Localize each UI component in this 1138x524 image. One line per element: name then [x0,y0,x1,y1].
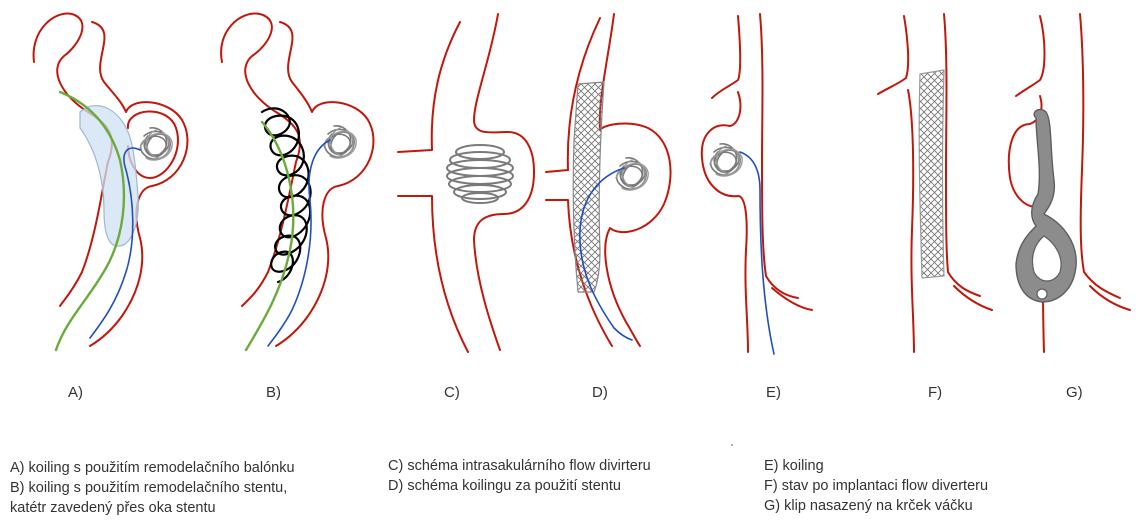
stent-mesh [573,82,604,292]
panel-g-drawing [1009,14,1130,352]
legend-column-2: C) schéma intrasakulárního flow divirter… [388,456,651,496]
panel-b-drawing [221,14,373,350]
panel-c-drawing [398,14,534,352]
vessel-wall-right [1080,14,1130,310]
panel-e-drawing [702,14,812,354]
legend-item-a: A) koiling s použitím remodelačního baló… [10,458,295,478]
legend-column-3: E) koiling F) stav po implantaci flow di… [764,456,988,516]
legend-item-e: E) koiling [764,456,988,476]
panel-label-b: B) [266,384,281,401]
legend-item-b: B) koiling s použitím remodelačního sten… [10,478,295,498]
vessel-wall-left [702,16,748,352]
flow-diverter-mesh [919,70,944,278]
vessel-wall-left [878,16,914,352]
panel-a-drawing [34,13,188,350]
panel-label-c: C) [444,384,460,401]
legend-column-1: A) koiling s použitím remodelačního baló… [10,458,295,518]
panel-d-drawing [546,14,671,346]
legend-item-c: C) schéma intrasakulárního flow divirter… [388,456,651,476]
balloon [80,106,138,247]
legend-item-f: F) stav po implantaci flow diverteru [764,476,988,496]
panel-label-e: E) [766,384,781,401]
vessel-wall-right [944,14,992,310]
vessel-wall-right [600,14,671,346]
panel-label-f: F) [928,384,942,401]
legend-item-d: D) schéma koilingu za použití stentu [388,476,651,496]
stray-dot [731,444,733,446]
vessel-wall-left [398,22,468,352]
stent [262,108,311,282]
intrasaccular-flow-diverter [447,145,513,203]
panel-label-d: D) [592,384,608,401]
aneurysm-clip [1016,110,1076,302]
legend-item-g: G) klip nasazený na krček váčku [764,496,988,516]
panel-label-g: G) [1066,384,1083,401]
panel-f-drawing [878,14,992,352]
legend-item-b-continued: katétr zavedený přes oka stentu [10,498,295,518]
vessel-wall-right [760,14,812,310]
panel-label-a: A) [68,384,83,401]
